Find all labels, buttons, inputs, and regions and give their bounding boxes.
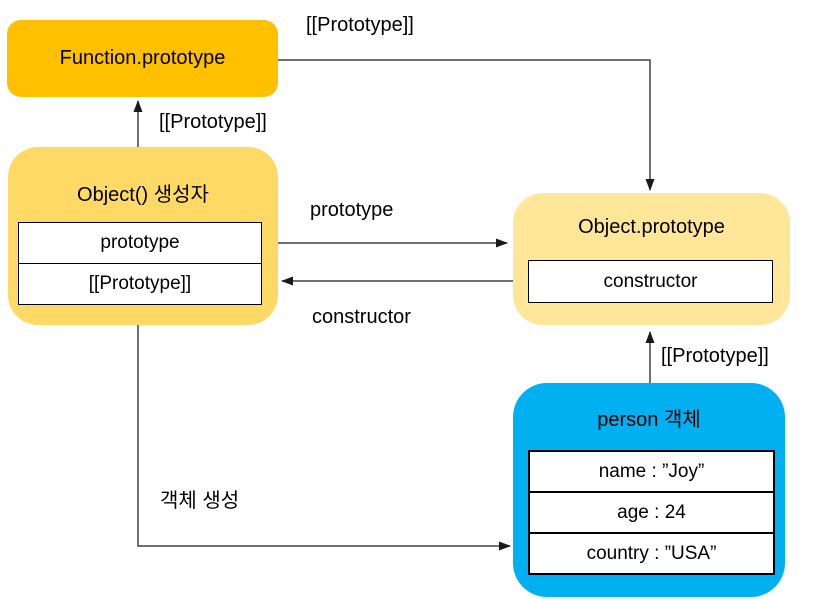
node-function-prototype-title: Function.prototype <box>59 47 226 69</box>
label-left-prototype: [[Prototype]] <box>159 111 267 133</box>
slot-age: age : 24 <box>528 491 775 534</box>
node-person-object: person 객체 name : ”Joy” age : 24 country … <box>513 383 785 597</box>
object-constructor-slots: prototype [[Prototype]] <box>18 222 262 305</box>
label-prototype: prototype <box>310 199 394 221</box>
label-person-prototype: [[Prototype]] <box>661 345 769 367</box>
node-person-object-title: person 객체 <box>597 409 701 431</box>
edge-function-prototype-to-object-prototype <box>278 59 655 191</box>
node-object-prototype: Object.prototype constructor <box>513 193 790 325</box>
slot-internal-prototype: [[Prototype]] <box>18 262 262 305</box>
slot-name: name : ”Joy” <box>528 450 775 493</box>
node-function-prototype: Function.prototype <box>7 20 278 97</box>
slot-constructor: constructor <box>528 260 773 303</box>
person-object-slots: name : ”Joy” age : 24 country : ”USA” <box>528 450 775 575</box>
label-top-prototype: [[Prototype]] <box>306 14 414 36</box>
label-constructor: constructor <box>312 306 411 328</box>
node-object-prototype-title: Object.prototype <box>578 216 725 238</box>
slot-prototype: prototype <box>18 222 262 264</box>
label-object-creation: 객체 생성 <box>160 490 240 512</box>
node-object-constructor-title: Object() 생성자 <box>77 184 209 206</box>
slot-country: country : ”USA” <box>528 532 775 575</box>
node-object-constructor: Object() 생성자 prototype [[Prototype]] <box>8 147 278 325</box>
object-prototype-slots: constructor <box>528 260 773 303</box>
